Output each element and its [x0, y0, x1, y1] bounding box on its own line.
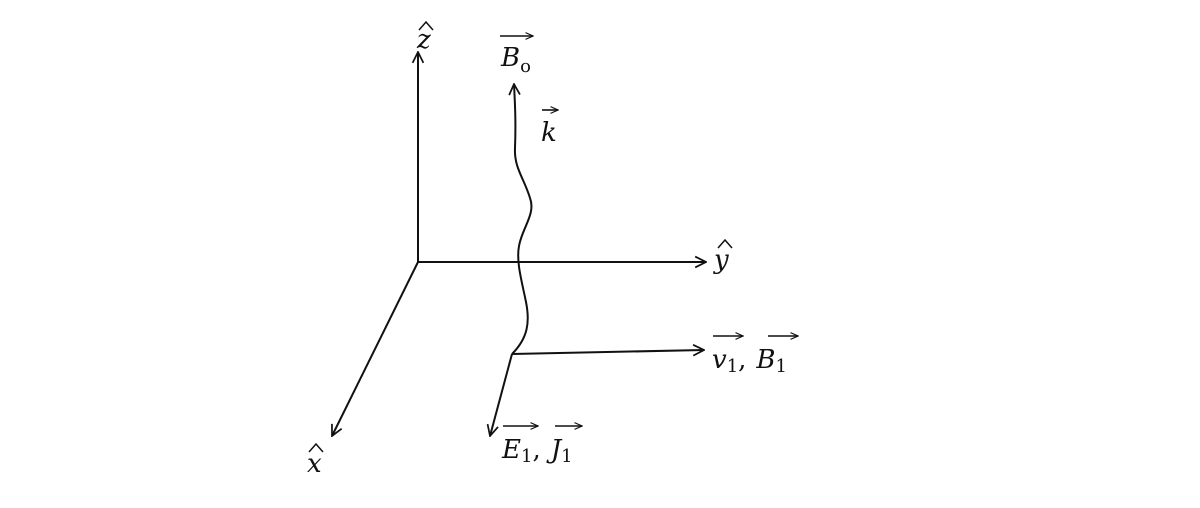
svg-text:z: z [416, 25, 431, 55]
k-letter: k [541, 118, 557, 148]
svg-text:k: k [541, 118, 557, 148]
e1-j1-label: E1,J1 [501, 426, 582, 467]
hat-mark [717, 238, 733, 249]
v1-b1-label: v1,B1 [712, 336, 798, 377]
separator: , [532, 435, 540, 465]
e1-j1-vector-line [490, 353, 513, 436]
b0-letter: B [500, 43, 520, 73]
e1-letter: E [501, 435, 521, 465]
hat-mark [418, 20, 434, 31]
svg-text:Bo: Bo [500, 43, 531, 77]
b0-label: Bo [500, 36, 533, 77]
j1-letter: J [546, 435, 563, 465]
z-letter: z [416, 25, 431, 55]
wave-vector-k-line [512, 84, 533, 355]
b0-subscript: o [520, 56, 531, 77]
y-axis-label: y [713, 238, 733, 275]
x-axis-label: x [307, 442, 324, 479]
b1-subscript: 1 [776, 356, 787, 377]
svg-text:x: x [307, 449, 322, 479]
y-letter: y [713, 245, 729, 275]
svg-text:E1,J1: E1,J1 [501, 435, 573, 467]
v1-subscript: 1 [727, 356, 738, 377]
svg-text:y: y [713, 245, 729, 275]
v1-letter: v [712, 345, 727, 375]
z-axis-label: z [416, 20, 434, 55]
separator: , [738, 345, 746, 375]
x-axis-line [332, 261, 419, 436]
b1-letter: B [755, 345, 775, 375]
x-letter: x [307, 449, 322, 479]
e1-subscript: 1 [521, 446, 532, 467]
j1-subscript: 1 [561, 446, 572, 467]
hat-mark [308, 442, 324, 453]
k-label: k [541, 110, 558, 148]
v1-b1-vector-line [511, 350, 704, 354]
svg-text:v1,B1: v1,B1 [712, 345, 787, 377]
